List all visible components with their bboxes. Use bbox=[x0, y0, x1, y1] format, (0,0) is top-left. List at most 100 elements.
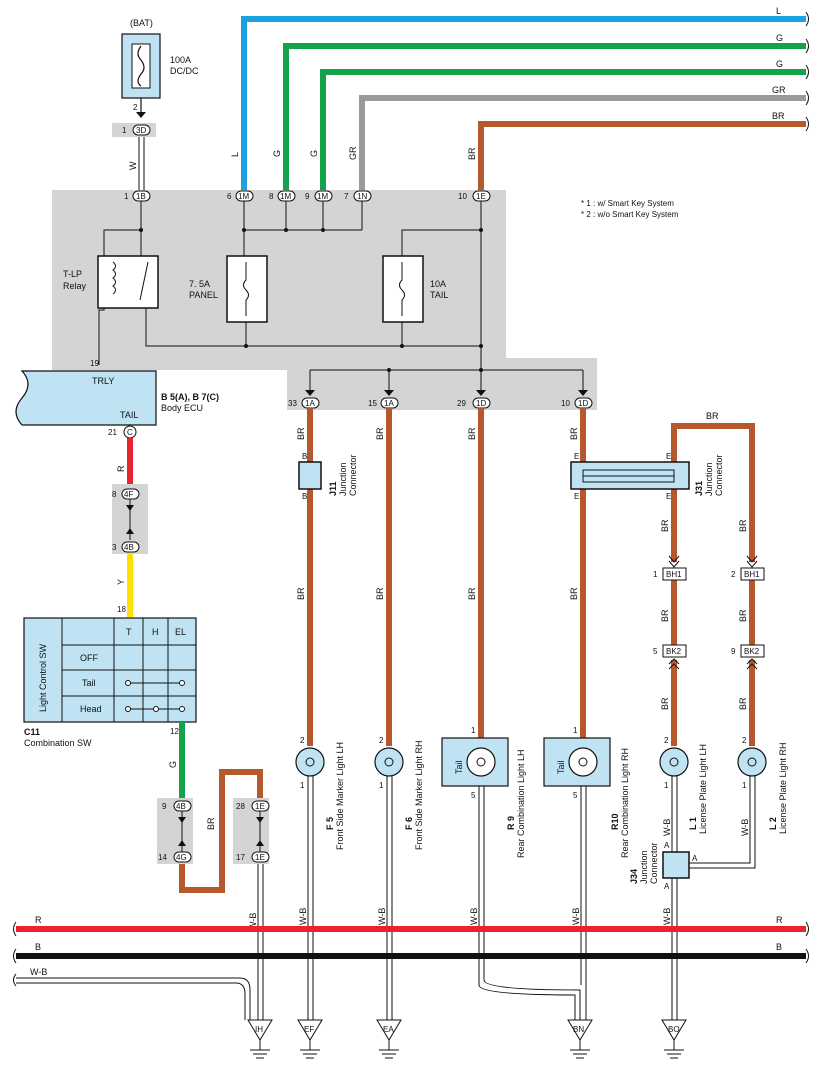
svg-text:1: 1 bbox=[300, 781, 305, 790]
ground-ih: IH bbox=[247, 1019, 273, 1059]
svg-text:2: 2 bbox=[742, 736, 747, 745]
svg-text:1A: 1A bbox=[384, 399, 394, 408]
ground-bn: BN bbox=[567, 1019, 593, 1059]
connector-1e-top: 1E 10 bbox=[458, 190, 491, 202]
svg-text:F 6: F 6 bbox=[404, 817, 414, 830]
svg-text:9: 9 bbox=[731, 647, 736, 656]
wire-br-9: BR bbox=[569, 587, 579, 600]
wire-wb-5: W-B bbox=[571, 908, 581, 925]
j34-name: Junction bbox=[639, 850, 649, 884]
fuse-panel-amp: 7. 5A bbox=[189, 279, 210, 289]
fuse-icon bbox=[137, 45, 145, 87]
relay bbox=[97, 255, 159, 309]
fuse-panel-icon bbox=[243, 262, 249, 316]
svg-text:BN: BN bbox=[573, 1025, 584, 1034]
svg-text:8: 8 bbox=[112, 490, 117, 499]
j11-code: J11 bbox=[328, 481, 338, 496]
svg-text:4B: 4B bbox=[124, 543, 134, 552]
svg-text:5: 5 bbox=[573, 791, 578, 800]
wire-wb-1: W-B bbox=[248, 913, 258, 930]
svg-text:2: 2 bbox=[664, 736, 669, 745]
relay-name2: Relay bbox=[63, 281, 87, 291]
j31-pin-e1: E bbox=[574, 452, 579, 461]
wire-label-g2: G bbox=[776, 59, 783, 69]
wire-br-1: BR bbox=[296, 427, 306, 440]
svg-text:IH: IH bbox=[255, 1025, 263, 1034]
svg-text:15: 15 bbox=[368, 399, 377, 408]
bus-b-label-left: B bbox=[35, 942, 41, 952]
j31-pin-e2: E bbox=[666, 452, 671, 461]
svg-text:1: 1 bbox=[124, 192, 129, 201]
svg-text:1: 1 bbox=[742, 781, 747, 790]
wire-wb-3: W-B bbox=[377, 908, 387, 925]
csw-side-label: Light Control SW bbox=[38, 643, 48, 712]
j34-pin-a3: A bbox=[664, 882, 670, 891]
wire-l-blue bbox=[241, 16, 806, 190]
svg-text:9: 9 bbox=[305, 192, 310, 201]
ground-ea: EA bbox=[376, 1019, 402, 1059]
svg-text:Tail: Tail bbox=[454, 760, 464, 774]
svg-text:L 2: L 2 bbox=[768, 817, 778, 830]
connector-1e-17: 1E 17 bbox=[236, 851, 270, 863]
svg-text:3: 3 bbox=[112, 543, 117, 552]
ecu-tail: TAIL bbox=[120, 410, 138, 420]
csw-code: C11 bbox=[24, 727, 40, 737]
fuse-panel bbox=[226, 255, 268, 323]
svg-text:Rear Combination Light RH: Rear Combination Light RH bbox=[620, 748, 630, 858]
csw-col-t: T bbox=[126, 627, 132, 637]
svg-text:8: 8 bbox=[269, 192, 274, 201]
fuse-panel-name: PANEL bbox=[189, 290, 218, 300]
svg-text:5: 5 bbox=[653, 647, 658, 656]
connector-bh1-2: BH1 2 bbox=[731, 555, 765, 581]
ecu-code: B 5(A), B 7(C) bbox=[161, 392, 219, 402]
svg-text:F 5: F 5 bbox=[325, 817, 335, 830]
connector-1m-9: 1M 9 bbox=[305, 190, 333, 202]
connector-3d-label: 3D bbox=[136, 126, 146, 135]
bus-b-label-right: B bbox=[776, 942, 782, 952]
fuse-tail bbox=[382, 255, 424, 323]
svg-text:BH1: BH1 bbox=[666, 570, 682, 579]
csw-col-h: H bbox=[152, 627, 159, 637]
j11-name: Junction bbox=[338, 462, 348, 496]
connector-3d bbox=[132, 124, 151, 136]
j34-name2: Connector bbox=[649, 842, 659, 884]
wire-br-4: BR bbox=[569, 427, 579, 440]
wire-g2-label: G bbox=[309, 150, 319, 157]
svg-text:1A: 1A bbox=[305, 399, 315, 408]
connector-4g: 4G 14 bbox=[158, 851, 192, 863]
bat-label: (BAT) bbox=[130, 18, 153, 28]
wire-g-label-3: G bbox=[168, 761, 178, 768]
wire-wb-8: W-B bbox=[740, 819, 750, 836]
ecu-pin-19: 19 bbox=[90, 359, 99, 368]
svg-text:1D: 1D bbox=[578, 399, 588, 408]
csw-row-head: Head bbox=[80, 704, 102, 714]
wire-label-gr: GR bbox=[772, 85, 786, 95]
svg-text:1: 1 bbox=[653, 570, 658, 579]
wire-g-green-2 bbox=[320, 69, 806, 190]
j11-pin-b2: B bbox=[302, 492, 307, 501]
wire-w-label: W bbox=[128, 161, 138, 170]
svg-text:1M: 1M bbox=[317, 192, 328, 201]
ecu-trly: TRLY bbox=[92, 376, 114, 386]
wire-br-15: BR bbox=[738, 697, 748, 710]
svg-text:EF: EF bbox=[304, 1025, 314, 1034]
svg-text:1B: 1B bbox=[136, 192, 146, 201]
lamp-f5: 2 1 F 5 Front Side Marker Light LH bbox=[295, 736, 345, 850]
svg-text:1D: 1D bbox=[476, 399, 486, 408]
svg-text:1: 1 bbox=[471, 726, 476, 735]
svg-text:33: 33 bbox=[288, 399, 297, 408]
body-ecu bbox=[15, 370, 157, 426]
wire-wb-4: W-B bbox=[469, 908, 479, 925]
connector-1b: 1B 1 bbox=[124, 190, 151, 202]
svg-text:EA: EA bbox=[383, 1025, 394, 1034]
wire-br-label: BR bbox=[467, 147, 477, 160]
junction-j11 bbox=[298, 461, 322, 490]
lamp-r10: 1 Tail 5 R10 Rear Combination Light RH bbox=[543, 726, 630, 858]
svg-text:Tail: Tail bbox=[556, 760, 566, 774]
svg-text:R 9: R 9 bbox=[506, 816, 516, 830]
csw-name: Combination SW bbox=[24, 738, 92, 748]
svg-text:10: 10 bbox=[458, 192, 467, 201]
fuse-100a-name: DC/DC bbox=[170, 66, 199, 76]
